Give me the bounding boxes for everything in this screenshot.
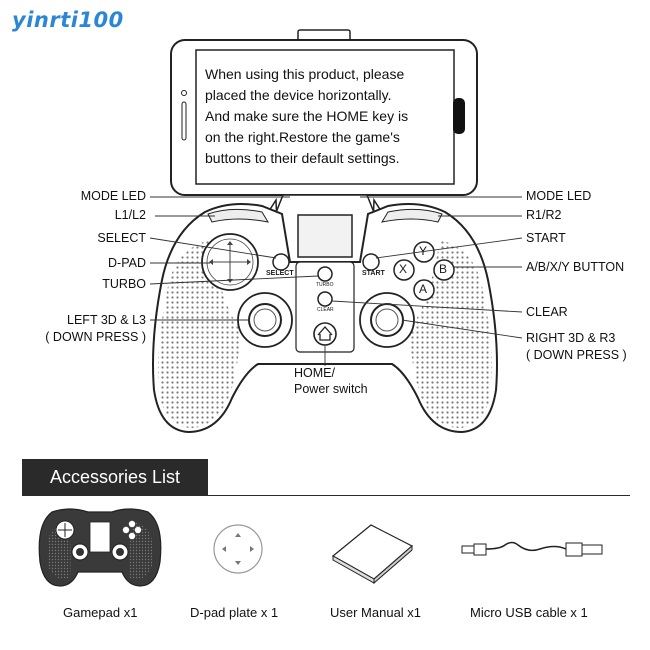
start-button: [362, 253, 380, 271]
pad-label-a: A: [419, 282, 428, 296]
label-left-3d: LEFT 3D & L3: [67, 313, 146, 327]
label-abxy: A/B/X/Y BUTTON: [526, 260, 625, 274]
manual-icon: [331, 524, 414, 585]
label-turbo: TURBO: [102, 277, 146, 291]
instruction-line: buttons to their default settings.: [205, 150, 400, 166]
select-button: [272, 253, 290, 271]
label-dpad: D-PAD: [108, 256, 146, 270]
pad-label-select: SELECT: [266, 270, 294, 277]
gamepad-icon: [38, 508, 162, 587]
dpad-plate-icon: [213, 524, 263, 574]
label-r1-r2: R1/R2: [526, 208, 562, 222]
label-right-3d: RIGHT 3D & R3: [526, 331, 616, 345]
phone-instructions: When using this product, please placed t…: [205, 64, 435, 169]
label-left-3d-press: ( DOWN PRESS ): [45, 330, 146, 344]
label-right-3d-press: ( DOWN PRESS ): [526, 348, 627, 362]
accessories-title: Accessories List: [22, 459, 208, 495]
label-power-switch: Power switch: [294, 382, 368, 396]
pad-label-x: X: [399, 262, 408, 276]
callout-lines: [149, 196, 523, 366]
home-button: [313, 322, 337, 346]
instruction-line: And make sure the HOME key is: [205, 108, 409, 124]
phone-outline: [170, 29, 478, 196]
abxy-buttons: [393, 241, 455, 301]
turbo-button: [317, 266, 333, 282]
left-stick: [237, 292, 293, 348]
dpad-icon: [201, 233, 259, 291]
accessories-divider: [22, 495, 208, 496]
pad-label-start: START: [362, 270, 385, 277]
instruction-line: placed the device horizontally.: [205, 87, 392, 103]
accessory-gamepad: Gamepad x1: [63, 605, 138, 620]
instruction-line: on the right.Restore the game's: [205, 129, 400, 145]
pad-label-b: B: [439, 262, 448, 276]
right-stick: [359, 292, 415, 348]
instruction-line: When using this product, please: [205, 66, 405, 82]
accessory-usb-cable: Micro USB cable x 1: [470, 605, 588, 620]
label-home: HOME/: [294, 366, 335, 380]
pad-label-y: Y: [419, 244, 428, 258]
accessory-manual: User Manual x1: [330, 605, 422, 620]
label-start: START: [526, 231, 566, 245]
clear-button: [317, 291, 333, 307]
usb-cable-icon: [461, 541, 603, 557]
label-mode-led-left: MODE LED: [80, 189, 146, 203]
watermark-logo: yinrti100: [12, 8, 124, 32]
accessory-dpad-plate: D-pad plate x 1: [190, 605, 279, 620]
label-select: SELECT: [97, 231, 146, 245]
label-clear: CLEAR: [526, 305, 568, 319]
pad-label-turbo: TURBO: [316, 282, 334, 288]
accessories-rule: [208, 495, 630, 496]
label-mode-led-right: MODE LED: [526, 189, 592, 203]
label-l1-l2: L1/L2: [114, 208, 146, 222]
pad-label-clear: CLEAR: [317, 307, 334, 313]
